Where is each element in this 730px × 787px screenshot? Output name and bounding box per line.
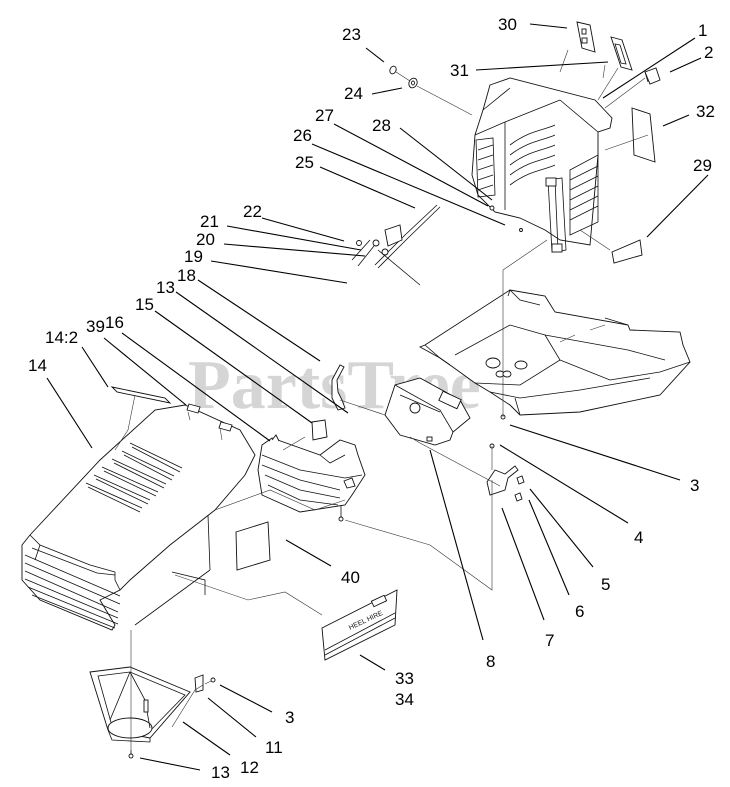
callout-31[interactable]: 31 <box>450 61 469 80</box>
cup-holder-12-part[interactable] <box>89 666 191 743</box>
callout-33[interactable]: 33 <box>395 669 414 688</box>
decal-31-part[interactable] <box>610 36 633 71</box>
callout-25[interactable]: 25 <box>295 153 314 172</box>
bolt-28-part[interactable] <box>489 205 495 211</box>
callout-20[interactable]: 20 <box>196 230 215 249</box>
footrest-pan-part[interactable] <box>418 289 691 416</box>
screw-5-part[interactable] <box>516 475 525 485</box>
screw-3b-part[interactable] <box>210 677 216 683</box>
callout-26[interactable]: 26 <box>293 126 312 145</box>
callout-15[interactable]: 15 <box>135 295 154 314</box>
callout-29[interactable]: 29 <box>693 156 712 175</box>
seat-rod-part[interactable] <box>351 204 441 286</box>
decal-30-part[interactable] <box>576 21 596 53</box>
clip-11-part[interactable] <box>194 674 204 693</box>
decal-16-part[interactable] <box>218 421 233 432</box>
hood-14-part[interactable] <box>21 404 256 631</box>
screw-6-part[interactable] <box>514 492 523 502</box>
callout-labels: 30 1 2 31 32 23 24 27 28 26 25 29 22 21 … <box>28 15 715 782</box>
decal-29-part[interactable] <box>611 239 643 264</box>
dash-console-part[interactable] <box>257 437 366 522</box>
callout-18[interactable]: 18 <box>177 266 196 285</box>
callout-30[interactable]: 30 <box>498 15 517 34</box>
decal-14-2-part[interactable] <box>110 386 172 404</box>
callout-28[interactable]: 28 <box>372 116 391 135</box>
callout-27[interactable]: 27 <box>315 106 334 125</box>
decal-33-34-part[interactable]: HEEL HIRE <box>321 589 398 661</box>
callout-32[interactable]: 32 <box>696 102 715 121</box>
callout-5[interactable]: 5 <box>601 575 610 594</box>
seat-fender-part[interactable] <box>471 77 613 253</box>
callout-3a[interactable]: 3 <box>690 476 699 495</box>
washer-23-part[interactable] <box>389 65 398 75</box>
callout-13a[interactable]: 13 <box>156 278 175 297</box>
callout-13b[interactable]: 13 <box>211 763 230 782</box>
knob-2-part[interactable] <box>644 67 661 85</box>
callout-11[interactable]: 11 <box>265 738 283 757</box>
callout-12[interactable]: 12 <box>240 758 259 777</box>
screw-13-part[interactable] <box>128 750 134 759</box>
callout-7[interactable]: 7 <box>545 631 554 650</box>
callout-34[interactable]: 34 <box>395 690 414 709</box>
callout-23[interactable]: 23 <box>342 25 361 44</box>
callout-14-2[interactable]: 14:2 <box>45 328 78 347</box>
decal-40-part[interactable] <box>235 521 271 571</box>
clip-16-part[interactable] <box>271 434 280 442</box>
callout-40[interactable]: 40 <box>341 568 360 587</box>
washer-24-part[interactable] <box>407 77 418 89</box>
callout-4[interactable]: 4 <box>634 528 643 547</box>
callout-8[interactable]: 8 <box>486 652 495 671</box>
callout-1[interactable]: 1 <box>698 21 707 40</box>
leader-lines <box>46 23 709 771</box>
decal-15-part[interactable] <box>311 419 328 441</box>
callout-39[interactable]: 39 <box>86 317 105 336</box>
callout-19[interactable]: 19 <box>184 247 203 266</box>
decal-39-part[interactable] <box>186 403 201 414</box>
dash-frame-8-part[interactable] <box>384 377 471 446</box>
decal-32-part[interactable] <box>631 107 656 163</box>
mount-bracket-part[interactable] <box>486 465 519 496</box>
callout-21[interactable]: 21 <box>200 212 219 231</box>
callout-6[interactable]: 6 <box>575 602 584 621</box>
callout-22[interactable]: 22 <box>243 202 262 221</box>
callout-2[interactable]: 2 <box>704 43 713 62</box>
callout-16[interactable]: 16 <box>105 313 124 332</box>
callout-24[interactable]: 24 <box>344 84 363 103</box>
nut-22-part[interactable] <box>356 240 362 246</box>
pin-26-part[interactable] <box>519 228 523 232</box>
callout-14[interactable]: 14 <box>28 356 47 375</box>
callout-3b[interactable]: 3 <box>285 708 294 727</box>
